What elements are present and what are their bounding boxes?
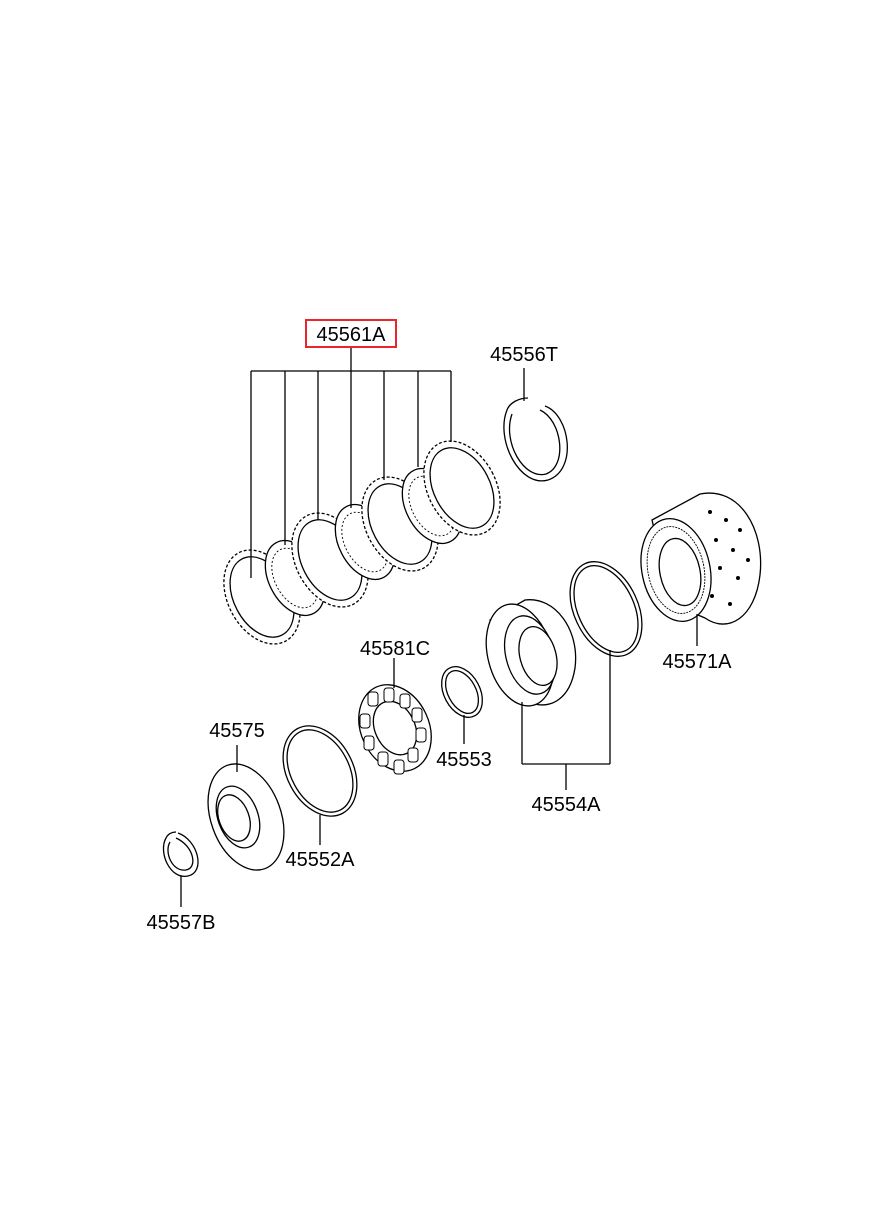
label-45581C[interactable]: 45581C	[360, 638, 430, 660]
clutch-plate-pack[interactable]	[209, 428, 516, 657]
seal-ring-45553[interactable]	[433, 660, 490, 725]
clutch-drum-45571A[interactable]	[632, 492, 762, 628]
leader-45561A	[250, 346, 452, 578]
label-45556T[interactable]: 45556T	[490, 344, 558, 366]
label-45571A[interactable]: 45571A	[663, 651, 733, 673]
piston[interactable]	[476, 596, 577, 713]
seal-ring-large[interactable]	[556, 550, 656, 668]
label-45553[interactable]: 45553	[436, 749, 492, 771]
leader-45554A	[521, 650, 611, 790]
snap-ring-45556T[interactable]	[503, 397, 568, 482]
highlight-box-45561A	[305, 319, 397, 348]
label-45561A[interactable]: 45561A	[317, 324, 387, 346]
snap-ring-45557B[interactable]	[162, 831, 199, 877]
label-45557B[interactable]: 45557B	[147, 912, 216, 934]
retainer-45575[interactable]	[194, 753, 297, 880]
label-45554A[interactable]: 45554A	[532, 794, 602, 816]
return-spring-45581C[interactable]	[345, 673, 445, 783]
label-45552A[interactable]: 45552A	[286, 849, 356, 871]
label-45575[interactable]: 45575	[209, 720, 265, 742]
seal-ring-45552A[interactable]	[268, 713, 371, 829]
